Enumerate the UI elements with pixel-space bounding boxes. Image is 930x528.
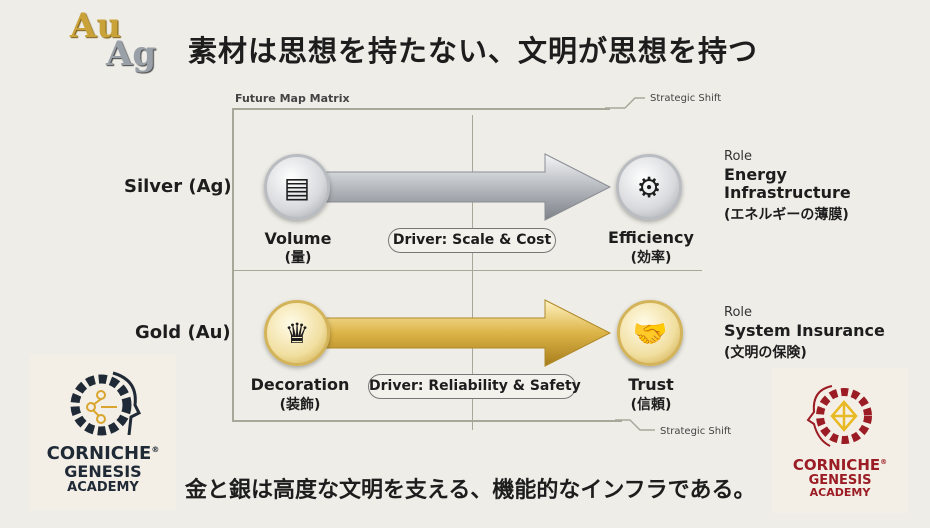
- frame-bend: [605, 97, 645, 109]
- silver-role-line1: Energy: [724, 165, 787, 184]
- frame-left-line: [232, 108, 234, 420]
- silver-driver-pill: Driver: Scale & Cost: [388, 228, 556, 253]
- gear-head-icon: [806, 385, 872, 447]
- brand-left-line3: ACADEMY: [67, 479, 139, 495]
- frame-center-line: [472, 115, 473, 430]
- strategic-shift-bottom: Strategic Shift: [660, 426, 732, 437]
- silver-to-label: Efficiency: [608, 228, 694, 247]
- crown-icon: ♛: [264, 300, 330, 366]
- brand-left-line2: GENESIS: [64, 461, 142, 481]
- brand-left-name: CORNICHE: [46, 443, 152, 464]
- brand-left-reg: ®: [151, 445, 160, 454]
- frame-bottom-line: [232, 420, 622, 422]
- silver-role-label: Role: [724, 149, 753, 164]
- page-title: 素材は思想を持たない、文明が思想を持つ: [188, 34, 759, 68]
- silver-to-jp: (効率): [630, 250, 672, 266]
- logo-ag: Ag: [106, 34, 157, 74]
- gold-to-label: Trust: [628, 375, 674, 394]
- footer-statement: 金と銀は高度な文明を支える、機能的なインフラである。: [185, 478, 756, 503]
- gold-role-line1: System Insurance: [724, 321, 885, 340]
- gold-from-label: Decoration: [250, 375, 350, 394]
- gear-head-icon: [70, 371, 142, 436]
- strategic-shift-top: Strategic Shift: [650, 93, 722, 104]
- brand-right-line2: GENESIS: [808, 472, 872, 488]
- frame-bend-bottom: [615, 419, 655, 431]
- silver-arrow: [320, 153, 612, 221]
- brand-right-name: CORNICHE: [792, 456, 881, 474]
- silver-role-line2: Infrastructure: [724, 183, 851, 202]
- row-label-gold: Gold (Au): [135, 322, 231, 343]
- gold-to-jp: (信頼): [630, 397, 672, 413]
- frame-top-line: [232, 108, 610, 110]
- brand-right-line3: ACADEMY: [809, 486, 871, 500]
- gear-lightning-icon: ⚙: [616, 154, 682, 220]
- matrix-label: Future Map Matrix: [235, 92, 350, 105]
- gold-role-label: Role: [724, 305, 753, 320]
- logo-au: Au: [70, 6, 122, 46]
- brand-right-reg: ®: [880, 458, 888, 466]
- silver-from-label: Volume: [264, 229, 332, 248]
- frame-row-divider: [232, 270, 702, 271]
- gold-from-jp: (装飾): [279, 397, 321, 413]
- brand-logo-right: CORNICHE® GENESIS ACADEMY: [772, 368, 908, 513]
- handshake-icon: 🤝: [617, 300, 683, 366]
- gold-arrow: [320, 299, 612, 367]
- row-label-silver: Silver (Ag): [124, 176, 232, 197]
- gold-role-jp: (文明の保険): [724, 345, 807, 361]
- silver-role-jp: (エネルギーの薄膜): [724, 207, 849, 223]
- layers-icon: ▤: [264, 154, 330, 220]
- gold-driver-pill: Driver: Reliability & Safety: [368, 374, 581, 399]
- silver-from-jp: (量): [284, 250, 312, 266]
- brand-logo-left: CORNICHE® GENESIS ACADEMY: [30, 355, 176, 510]
